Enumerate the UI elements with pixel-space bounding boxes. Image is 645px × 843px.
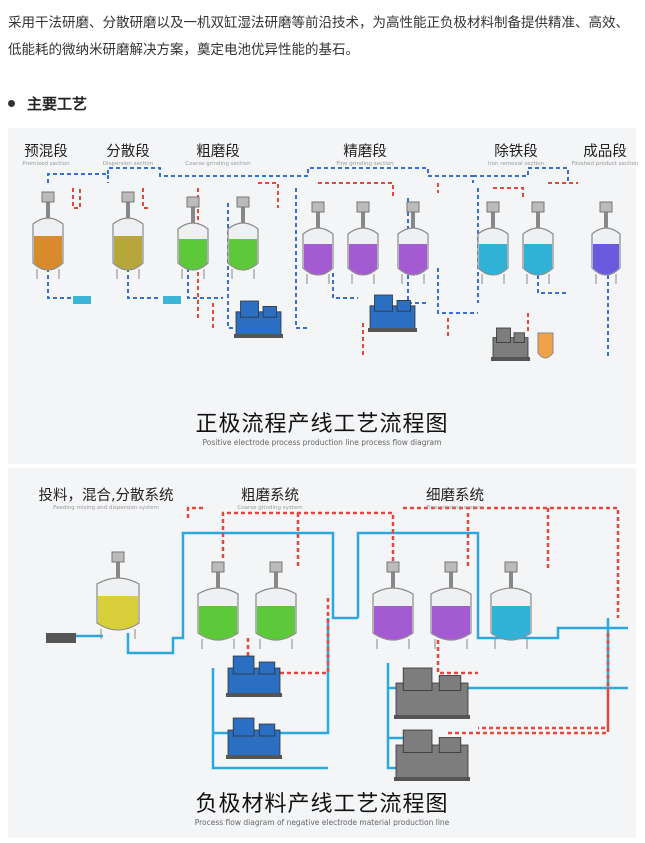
section-title: 主要工艺 <box>27 95 88 113</box>
negative-stage-subtitle: Feeding mixing and dispersion system <box>53 505 159 511</box>
neg-fine-tank-1 <box>372 561 414 649</box>
neg-coarse-mill-1 <box>226 655 282 697</box>
feed-pump-icon <box>73 296 91 304</box>
fine-tank-2 <box>347 201 379 284</box>
feeder-icon <box>46 633 76 643</box>
negative-stage-subtitle: Fine grinding system <box>426 505 484 511</box>
section-heading: 主要工艺 <box>8 93 87 114</box>
negative-stage-name: 投料，混合,分散系统 <box>38 488 174 504</box>
negative-title: 负极材料产线工艺流程图 <box>195 792 449 817</box>
positive-stage-subtitle: Coarse grinding section <box>185 161 251 167</box>
premix-tank <box>32 191 64 279</box>
bullet-dot-icon <box>8 100 15 107</box>
positive-stage-subtitle: Premixed section <box>22 161 70 167</box>
coarse-tank-2 <box>227 196 259 279</box>
positive-stage-name: 分散段 <box>106 144 150 160</box>
neg-coarse-tank-2 <box>255 561 297 649</box>
neg-fine-tank-2 <box>430 561 472 649</box>
neg-coarse-mill-2 <box>226 717 282 759</box>
neg-fine-mill-1 <box>394 667 470 719</box>
negative-caption: 负极材料产线工艺流程图 Process flow diagram of nega… <box>8 786 636 827</box>
positive-stage-name: 成品段 <box>583 144 627 160</box>
positive-subtitle: Positive electrode process production li… <box>202 438 442 447</box>
fine-tank-1 <box>302 201 334 284</box>
product-tank <box>591 201 621 284</box>
positive-diagram-graphic <box>32 167 621 361</box>
positive-title: 正极流程产线工艺流程图 <box>195 412 449 437</box>
positive-stage-subtitle: Dispersion section <box>102 161 154 167</box>
fine-tank-3 <box>397 201 429 284</box>
neg-coarse-tank-1 <box>197 561 239 649</box>
negative-subtitle: Process flow diagram of negative electro… <box>194 818 450 827</box>
positive-stage-subtitle: Fine grinding section <box>336 161 394 167</box>
iron-tank-2 <box>522 201 554 284</box>
mixing-tank <box>96 551 140 639</box>
positive-stage-subtitle: Finished product section <box>571 161 639 167</box>
negative-stage-name: 细磨系统 <box>426 488 484 504</box>
intro-paragraph: 采用干法研磨、分散研磨以及一机双缸湿法研磨等前沿技术，为高性能正负极材料制备提供… <box>8 15 629 58</box>
negative-stage-subtitle: Coarse grinding system <box>237 505 303 511</box>
coarse-tank-1 <box>177 196 209 279</box>
neg-fine-mill-2 <box>394 729 470 781</box>
negative-stage-name: 粗磨系统 <box>240 488 299 504</box>
positive-stage-name: 粗磨段 <box>196 144 240 160</box>
positive-stage-name: 精磨段 <box>343 144 387 160</box>
iron-collector-tank <box>537 332 554 359</box>
positive-stage-name: 预混段 <box>24 144 68 160</box>
negative-diagram-graphic <box>46 506 628 781</box>
fine-mill <box>368 294 417 332</box>
positive-caption: 正极流程产线工艺流程图 Positive electrode process p… <box>8 406 636 447</box>
dispersion-tank <box>112 191 144 279</box>
positive-stage-subtitle: Iron removal section <box>487 161 545 167</box>
transfer-pump-icon <box>163 296 181 304</box>
iron-separator <box>491 327 530 361</box>
iron-tank-1 <box>477 201 509 284</box>
coarse-mill <box>234 300 283 338</box>
positive-stage-name: 除铁段 <box>494 144 538 160</box>
neg-fine-tank-3 <box>490 561 532 649</box>
